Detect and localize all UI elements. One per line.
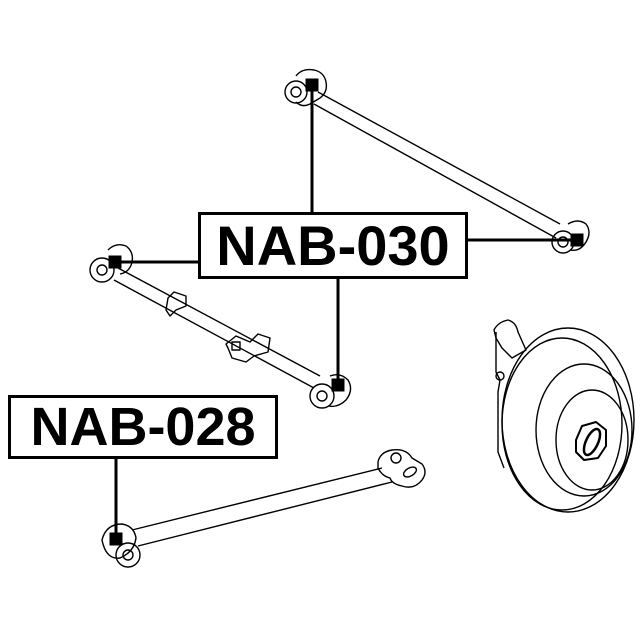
- leader-lines: [108, 78, 584, 546]
- trailing-arm[interactable]: [101, 448, 426, 568]
- part-label-nab-028[interactable]: NAB-028: [8, 395, 278, 459]
- part-number-text: NAB-028: [30, 397, 256, 457]
- part-label-nab-030[interactable]: NAB-030: [198, 212, 468, 279]
- part-number-text: NAB-030: [216, 214, 450, 277]
- upper-lateral-link[interactable]: [284, 68, 590, 254]
- brake-disc-hub-assembly[interactable]: [493, 319, 635, 513]
- lower-lateral-link[interactable]: [89, 243, 352, 409]
